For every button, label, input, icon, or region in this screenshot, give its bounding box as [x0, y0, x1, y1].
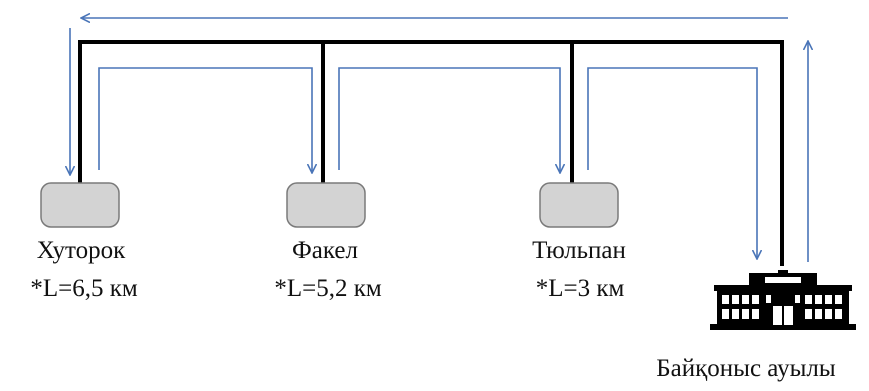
- school-building-icon: [710, 270, 856, 330]
- station-box-khutorok: [40, 182, 120, 228]
- node-length-khutorok: *L=6,5 км: [30, 275, 138, 302]
- flow-arrows: [70, 18, 808, 262]
- stations: [40, 182, 619, 228]
- flow-arrow-khutorok-fakel: [98, 67, 312, 172]
- node-length-fakel: *L=5,2 км: [274, 275, 382, 302]
- station-box-fakel: [286, 182, 366, 228]
- pipeline: [78, 40, 784, 266]
- station-box-tyulpan: [539, 182, 619, 228]
- flow-arrow-fakel-tyulpan: [338, 67, 560, 172]
- node-name-khutorok: Хуторок: [36, 237, 126, 264]
- node-name-tyulpan: Тюльпан: [532, 237, 626, 264]
- destination-name: Байқоныс ауылы: [656, 355, 836, 382]
- node-length-tyulpan: *L=3 км: [535, 275, 625, 302]
- node-name-fakel: Факел: [292, 237, 358, 264]
- flow-arrow-tyulpan-village: [587, 67, 757, 258]
